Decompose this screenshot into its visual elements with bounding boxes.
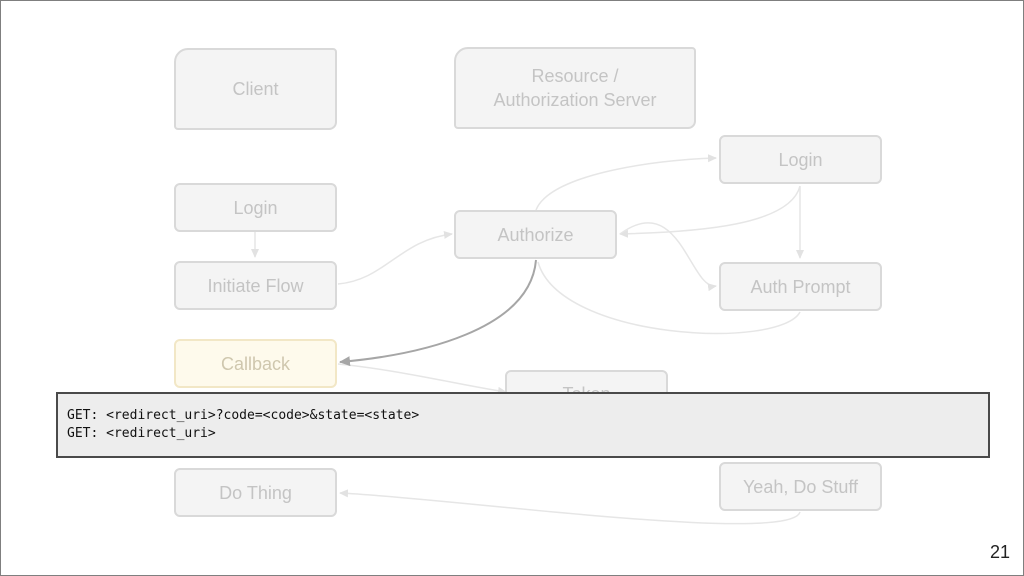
edge-authorize-to-auth-prompt	[619, 222, 717, 292]
server-login-node: Login	[719, 135, 882, 184]
edge-yeah-to-do-thing	[339, 489, 801, 525]
code-callout: GET: <redirect_uri>?code=<code>&state=<s…	[56, 392, 990, 458]
yeah-do-stuff-label: Yeah, Do Stuff	[742, 476, 859, 497]
authorize-node: Authorize	[454, 210, 617, 259]
auth-prompt-node: Auth Prompt	[719, 262, 882, 311]
initiate-flow-node: Initiate Flow	[174, 261, 337, 310]
server-header: Resource / Authorization Server	[454, 47, 696, 129]
client-login-node: Login	[174, 183, 337, 232]
do-thing-label: Do Thing	[219, 482, 292, 503]
page-number: 21	[989, 542, 1010, 562]
do-thing-node: Do Thing	[174, 468, 337, 517]
edge-callback-to-token	[337, 363, 507, 395]
edge-initiate-to-authorize	[337, 230, 453, 285]
callback-node: Callback	[174, 339, 337, 388]
edge-auth-prompt-to-authorize	[537, 261, 801, 335]
code-line: GET: <redirect_uri>?code=<code>&state=<s…	[67, 408, 420, 423]
auth-prompt-label: Auth Prompt	[750, 276, 851, 297]
yeah-do-stuff-node: Yeah, Do Stuff	[719, 462, 882, 511]
client-header-label: Client	[232, 79, 279, 99]
authorize-label: Authorize	[497, 224, 574, 245]
server-header-label: Resource / Authorization Server	[493, 66, 657, 110]
edge-authorize-to-callback	[339, 259, 537, 367]
code-line: GET: <redirect_uri>	[67, 426, 216, 441]
callback-label: Callback	[220, 353, 291, 374]
server-login-label: Login	[778, 149, 823, 170]
edge-server-login-to-authorize	[619, 185, 801, 238]
client-login-label: Login	[233, 197, 278, 218]
client-header: Client	[174, 48, 337, 130]
initiate-flow-label: Initiate Flow	[207, 275, 304, 296]
edge-authorize-to-server-login	[535, 154, 717, 211]
